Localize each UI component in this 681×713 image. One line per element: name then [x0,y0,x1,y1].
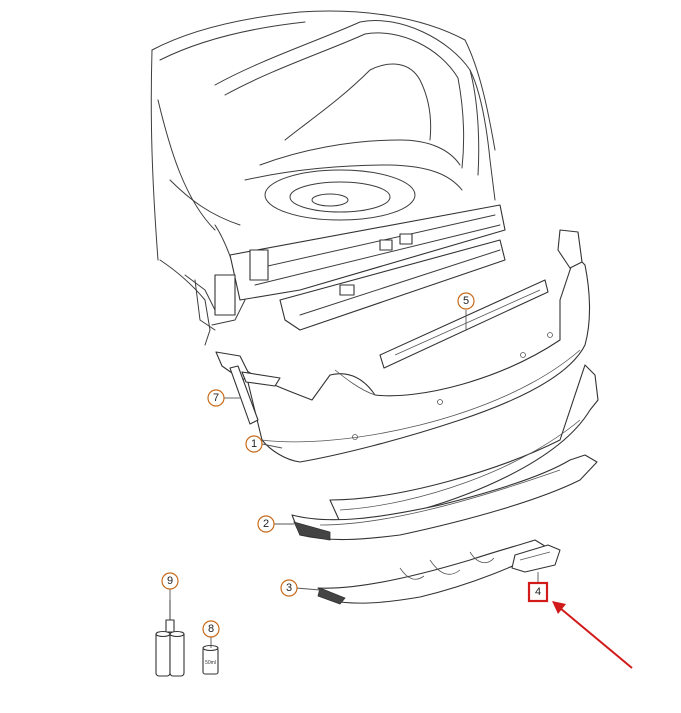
part-diffuser-insert[interactable] [329,364,599,523]
part-1-bumper-cover[interactable] [215,229,591,463]
callout-label: 9 [167,575,173,587]
callout-1[interactable]: 1 [245,435,263,453]
car-rear-body [150,10,506,346]
callout-label: 5 [463,295,469,307]
part-3-lower-diffuser[interactable] [317,539,549,605]
part-7-side-guide[interactable] [229,365,281,425]
part-5-retainer-strip[interactable] [379,279,549,369]
callout-label: 2 [263,518,269,530]
can-label: 50ml [205,660,216,666]
callout-label: 1 [251,438,257,450]
callout-7[interactable]: 7 [207,389,225,407]
callout-4-highlighted[interactable]: 4 [527,581,549,603]
leader-lines [169,310,539,648]
callout-3[interactable]: 3 [280,579,298,597]
part-2-lower-spoiler[interactable] [291,454,598,541]
callout-5[interactable]: 5 [457,292,475,310]
highlight-arrow [552,601,633,669]
part-8-can[interactable]: 50ml [202,644,219,675]
part-9-adhesive-cartridges[interactable] [155,599,185,677]
callout-label: 4 [535,586,541,598]
callout-label: 3 [286,582,292,594]
callout-label: 7 [213,392,219,404]
part-4-bracket[interactable] [511,544,561,573]
callout-8[interactable]: 8 [202,620,220,638]
callout-label: 8 [208,623,214,635]
callout-9[interactable]: 9 [161,572,179,590]
callout-2[interactable]: 2 [257,515,275,533]
